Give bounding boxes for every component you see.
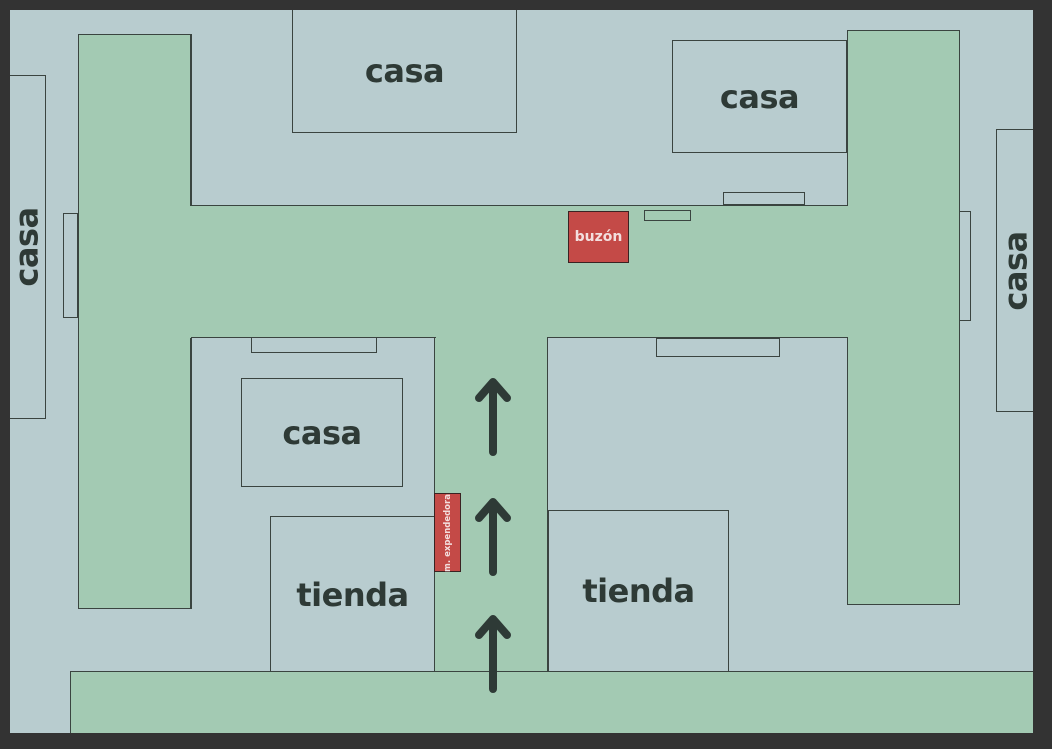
mailbox-label: buzón xyxy=(574,229,623,245)
house-right-label: casa xyxy=(997,230,1033,311)
house-top-label: casa xyxy=(364,51,445,90)
house-right: casa xyxy=(996,129,1033,412)
doorway-mailbox-side xyxy=(644,210,691,221)
doorway-center-left xyxy=(251,337,377,353)
road-edge-top xyxy=(191,205,848,206)
house-top: casa xyxy=(292,10,517,133)
vending-machine-marker[interactable]: m. expendedora xyxy=(434,493,461,572)
road-edge-lower-right xyxy=(847,337,848,605)
up-arrow-icon xyxy=(475,378,511,456)
vending-machine-label: m. expendedora xyxy=(442,493,453,572)
doorway-top-right xyxy=(723,192,805,205)
doorway-center-right xyxy=(656,338,780,357)
road-edge-lower-left xyxy=(191,337,192,609)
road-edge-center-right xyxy=(547,337,548,672)
house-center-label: casa xyxy=(282,413,362,452)
house-top-right: casa xyxy=(672,40,847,153)
house-center: casa xyxy=(241,378,403,487)
shop-left: tienda xyxy=(270,516,435,672)
shop-right: tienda xyxy=(548,510,729,672)
up-arrow-icon xyxy=(475,498,511,576)
road-edge-upper-right xyxy=(847,30,848,206)
house-left-label: casa xyxy=(10,207,47,287)
road-bottom xyxy=(70,671,1033,733)
mailbox-marker[interactable]: buzón xyxy=(568,211,629,263)
road-edge-upper-left xyxy=(191,34,192,206)
doorway-right xyxy=(959,211,971,321)
shop-left-label: tienda xyxy=(296,576,409,614)
road-edge-bottom-right xyxy=(547,337,848,338)
doorway-left xyxy=(63,213,78,318)
house-top-right-label: casa xyxy=(719,77,800,116)
map-canvas: casa casa casa casa casa tienda tienda b… xyxy=(10,10,1033,733)
up-arrow-icon xyxy=(475,615,511,693)
road-horizontal-main xyxy=(79,206,959,338)
shop-right-label: tienda xyxy=(582,572,695,610)
house-left: casa xyxy=(10,75,46,419)
